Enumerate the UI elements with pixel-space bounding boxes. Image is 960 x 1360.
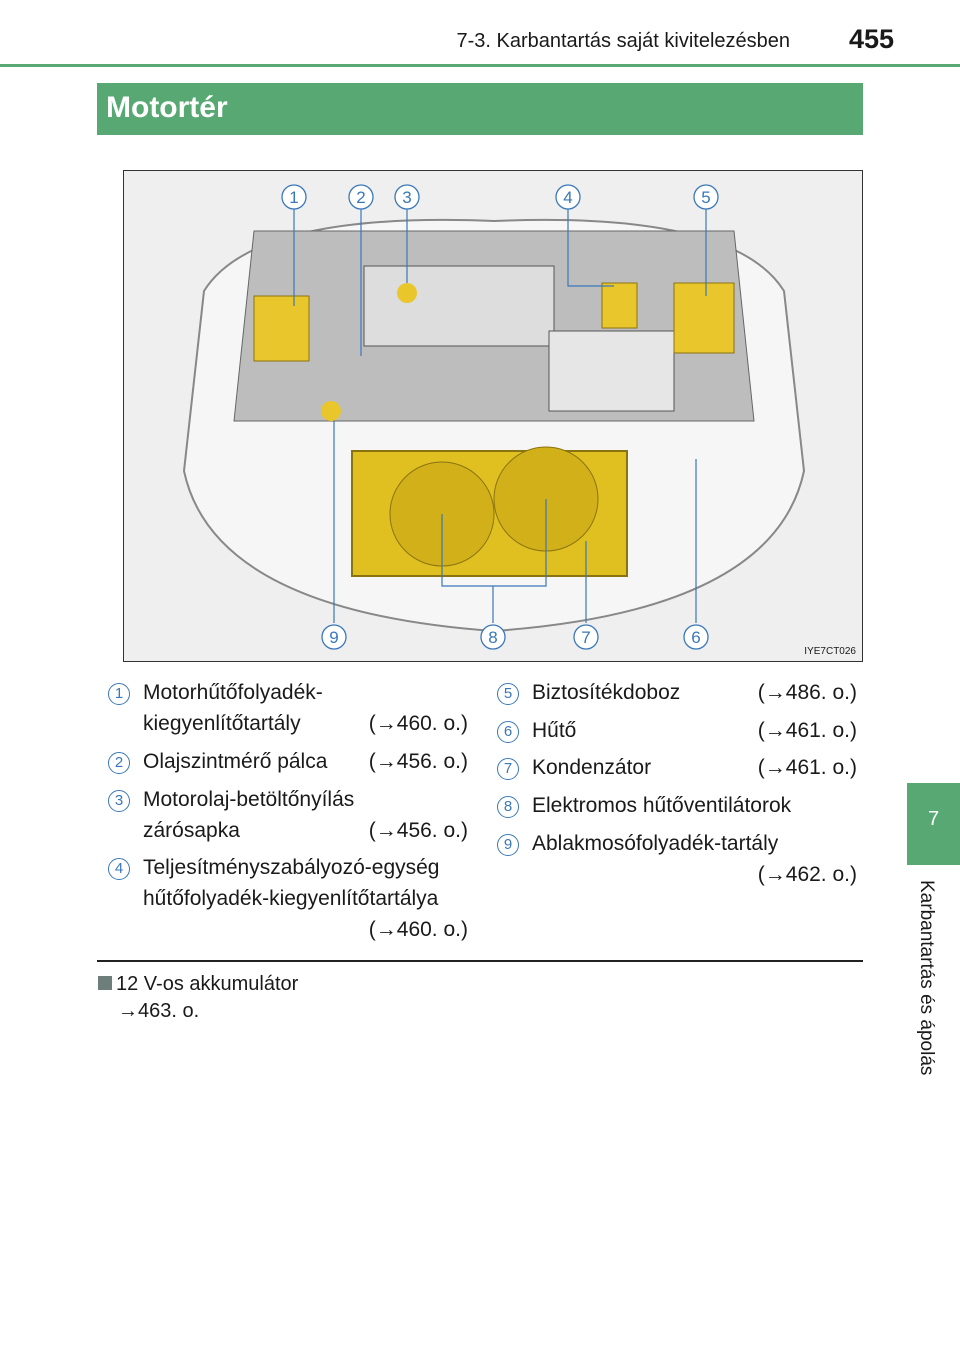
chapter-tab[interactable]: 7 <box>907 783 960 865</box>
callout-1: 1 <box>289 188 298 207</box>
battery-ref: →463. o. <box>118 1000 200 1022</box>
banner-title: Motortér <box>106 91 228 124</box>
callouts <box>281 184 719 650</box>
header-divider <box>0 64 960 67</box>
engine-compartment-figure: 1 2 3 4 5 6 7 8 9 IYE7CT026 <box>123 170 863 662</box>
callout-4: 4 <box>563 188 572 207</box>
legend-item: 2 Olajszintmérő pálca (→456. o.) <box>108 746 468 777</box>
callout-2: 2 <box>356 188 365 207</box>
square-bullet-icon <box>98 976 112 990</box>
callout-7: 7 <box>581 628 590 647</box>
chapter-label: Karbantartás és ápolás <box>916 880 937 1076</box>
figure-code: IYE7CT026 <box>804 646 856 657</box>
callout-9: 9 <box>329 628 338 647</box>
legend-item: 6 Hűtő (→461. o.) <box>497 715 857 746</box>
legend-item: 8 Elektromos hűtőventilátorok <box>497 790 857 821</box>
legend-item: 7 Kondenzátor (→461. o.) <box>497 752 857 783</box>
legend-item: 3 Motorolaj-betöltőnyílás zárósapka (→45… <box>108 784 468 846</box>
section-banner: Motortér <box>97 83 863 135</box>
legend-item: 5 Biztosítékdoboz (→486. o.) <box>497 677 857 708</box>
legend-item: 4 Teljesítményszabályozó-egység hűtőfoly… <box>108 852 468 941</box>
legend-item: 1 Motorhűtőfolyadék- kiegyenlítőtartály … <box>108 677 468 739</box>
section-title: 7-3. Karbantartás saját kivitelezésben <box>456 30 790 52</box>
callout-6: 6 <box>691 628 700 647</box>
page-number: 455 <box>848 24 894 54</box>
legend-item: 9 Ablakmosófolyadék-tartály (→462. o.) <box>497 828 857 886</box>
callout-3: 3 <box>402 188 411 207</box>
callout-8: 8 <box>488 628 497 647</box>
callout-5: 5 <box>701 188 710 207</box>
engine-illustration: 1 2 3 4 5 6 7 8 9 <box>182 184 806 650</box>
battery-note: 12 V-os akkumulátor →463. o. <box>98 973 298 1023</box>
divider <box>97 960 863 962</box>
